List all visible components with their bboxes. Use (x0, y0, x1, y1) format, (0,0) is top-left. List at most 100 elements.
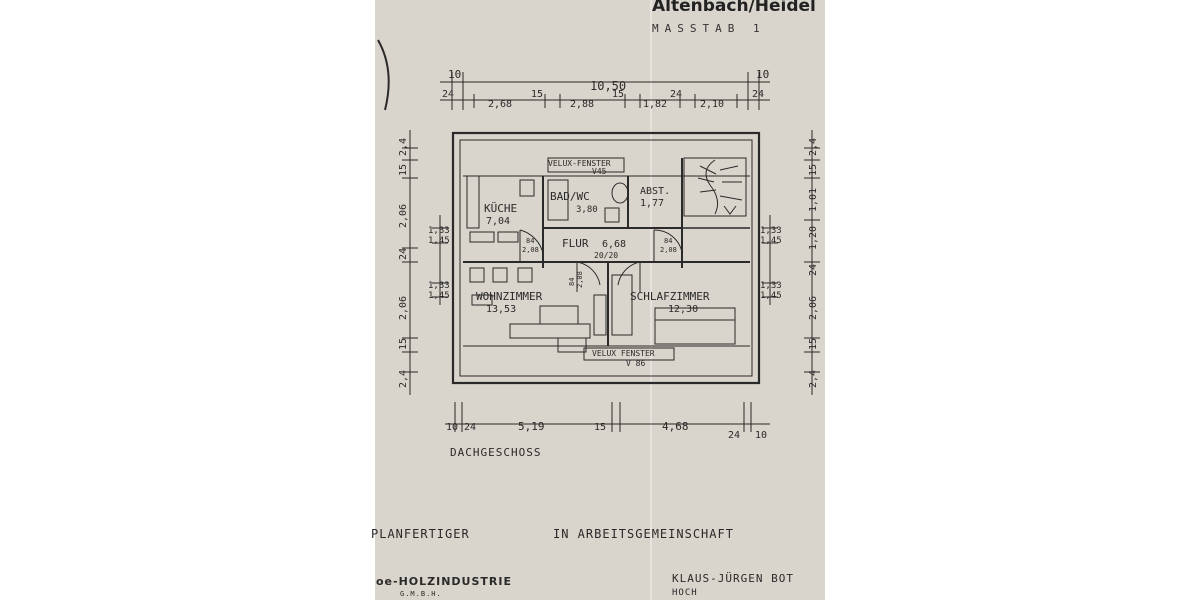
door-abst (653, 229, 683, 262)
chair-3 (517, 267, 533, 283)
dim-top-outer-left: 10 (448, 68, 461, 81)
dim-right-top-4: 24 (808, 264, 819, 276)
stair-treads (697, 159, 743, 215)
kitchen-chair-2 (497, 231, 519, 243)
footer-arbeitsgemeinschaft: IN ARBEITSGEMEINSCHAFT (553, 527, 734, 541)
flur-small-dim: 20/20 (594, 251, 618, 260)
velux-top-code: V45 (592, 167, 607, 176)
kitchen-chair-1 (469, 231, 495, 243)
chair-1 (469, 267, 485, 283)
room-schlaf-name: SCHLAFZIMMER (630, 290, 710, 303)
dim-bottom-6: 10 (755, 430, 767, 441)
dim-right-top-1: 15 (808, 164, 819, 176)
door-kueche (519, 229, 544, 262)
dim-top-total: 10,50 (590, 79, 626, 93)
toilet (611, 182, 629, 204)
room-kueche-name: KÜCHE (484, 202, 517, 215)
dim-bottom-4: 4,68 (662, 420, 689, 433)
staircase (683, 157, 747, 217)
door-wohn (576, 261, 601, 292)
bathtub (547, 179, 569, 221)
dim-ticks-top (451, 72, 760, 110)
paper-fold-line (650, 0, 652, 600)
door2-w: 84 (664, 237, 672, 245)
dim-left-top-1: 15 (398, 164, 409, 176)
win-left-1-a: 1,33 (428, 226, 450, 236)
room-abst-name: ABST. (640, 186, 670, 197)
door1-w: 84 (526, 237, 534, 245)
velux-window-bottom (583, 347, 675, 361)
dim-top-seg-4: 15 (612, 89, 624, 100)
dim-ticks-left (402, 147, 448, 373)
scale-heading: MASSTAB 1 (652, 22, 766, 35)
dim-top-seg-5: 1,82 (643, 99, 667, 110)
footer-name: KLAUS-JÜRGEN BOT (672, 572, 794, 585)
win-right-1-b: 1,45 (760, 236, 782, 246)
door3-w: 84 (568, 278, 576, 286)
dim-left-top-0: 2,4 (398, 138, 409, 156)
room-bad-name: BAD/WC (550, 190, 590, 203)
dim-top-seg-2: 15 (531, 89, 543, 100)
dim-ticks-right (762, 147, 820, 373)
dim-right-bottom-0: 2,06 (808, 296, 819, 320)
dim-right-top-3: 1,20 (808, 226, 819, 250)
dim-left-bottom-2: 2,4 (398, 370, 409, 388)
dim-top-seg-0: 24 (442, 89, 454, 100)
footer-company-sub: G.M.B.H. (400, 590, 442, 598)
dim-top-seg-8: 24 (752, 89, 764, 100)
dim-bottom-3: 15 (594, 422, 606, 433)
location-heading: Altenbach/Heidel (652, 0, 816, 16)
dim-top-seg-1: 2,68 (488, 99, 512, 110)
dim-right-top-0: 2,4 (808, 138, 819, 156)
room-wohn-area: 13,53 (486, 304, 516, 315)
double-bed (654, 307, 736, 345)
room-schlaf-area: 12,30 (668, 304, 698, 315)
coffee-table (539, 305, 579, 325)
wardrobe (611, 274, 633, 336)
inner-wall-line (459, 139, 753, 377)
dim-left-top-2: 2,06 (398, 204, 409, 228)
door-schlaf (617, 261, 641, 292)
kitchen-stove (519, 179, 535, 197)
dim-left-bottom-0: 2,06 (398, 296, 409, 320)
footer-company: oe-HOLZINDUSTRIE (376, 575, 512, 588)
win-left-2-a: 1,33 (428, 281, 450, 291)
dim-bottom-1: 24 (464, 422, 476, 433)
sofa (509, 323, 591, 339)
room-kueche-area: 7,04 (486, 216, 510, 227)
dim-top-seg-6: 24 (670, 89, 682, 100)
win-right-2-a: 1,33 (760, 281, 782, 291)
room-flur-name: FLUR (562, 237, 589, 250)
footer-planfertiger: PLANFERTIGER (371, 527, 470, 541)
room-abst-area: 1,77 (640, 198, 664, 209)
door3-h: 2,08 (576, 271, 584, 288)
door1-h: 2,08 (522, 246, 539, 254)
footer-name-sub: HOCH (672, 588, 698, 598)
kitchen-counter (466, 175, 480, 229)
velux-bottom-code: V 86 (626, 359, 645, 368)
dim-right-bottom-2: 2,4 (808, 370, 819, 388)
stamp-arc (377, 39, 390, 111)
door2-h: 2,08 (660, 246, 677, 254)
dim-top-seg-3: 2,88 (570, 99, 594, 110)
dim-ticks-bottom (454, 402, 752, 432)
dim-right-top-2: 1,01 (808, 188, 819, 212)
dim-left-top-3: 24 (398, 248, 409, 260)
chair-2 (492, 267, 508, 283)
win-right-1-a: 1,33 (760, 226, 782, 236)
dim-right-bottom-1: 15 (808, 338, 819, 350)
room-wohn-name: WOHNZIMMER (476, 290, 543, 303)
dim-bottom-5: 24 (728, 430, 740, 441)
room-flur-area: 6,68 (602, 239, 626, 250)
win-left-1-b: 1,45 (428, 236, 450, 246)
dim-top-outer-right: 10 (756, 68, 769, 81)
table (471, 294, 493, 306)
dim-bottom-2: 5,19 (518, 420, 545, 433)
room-bad-area: 3,80 (576, 205, 598, 215)
sink (604, 207, 620, 223)
dim-top-seg-7: 2,10 (700, 99, 724, 110)
dim-bottom-0: 10 (446, 422, 458, 433)
velux-top-label: VELUX-FENSTER (548, 159, 611, 168)
outer-wall (451, 131, 761, 385)
